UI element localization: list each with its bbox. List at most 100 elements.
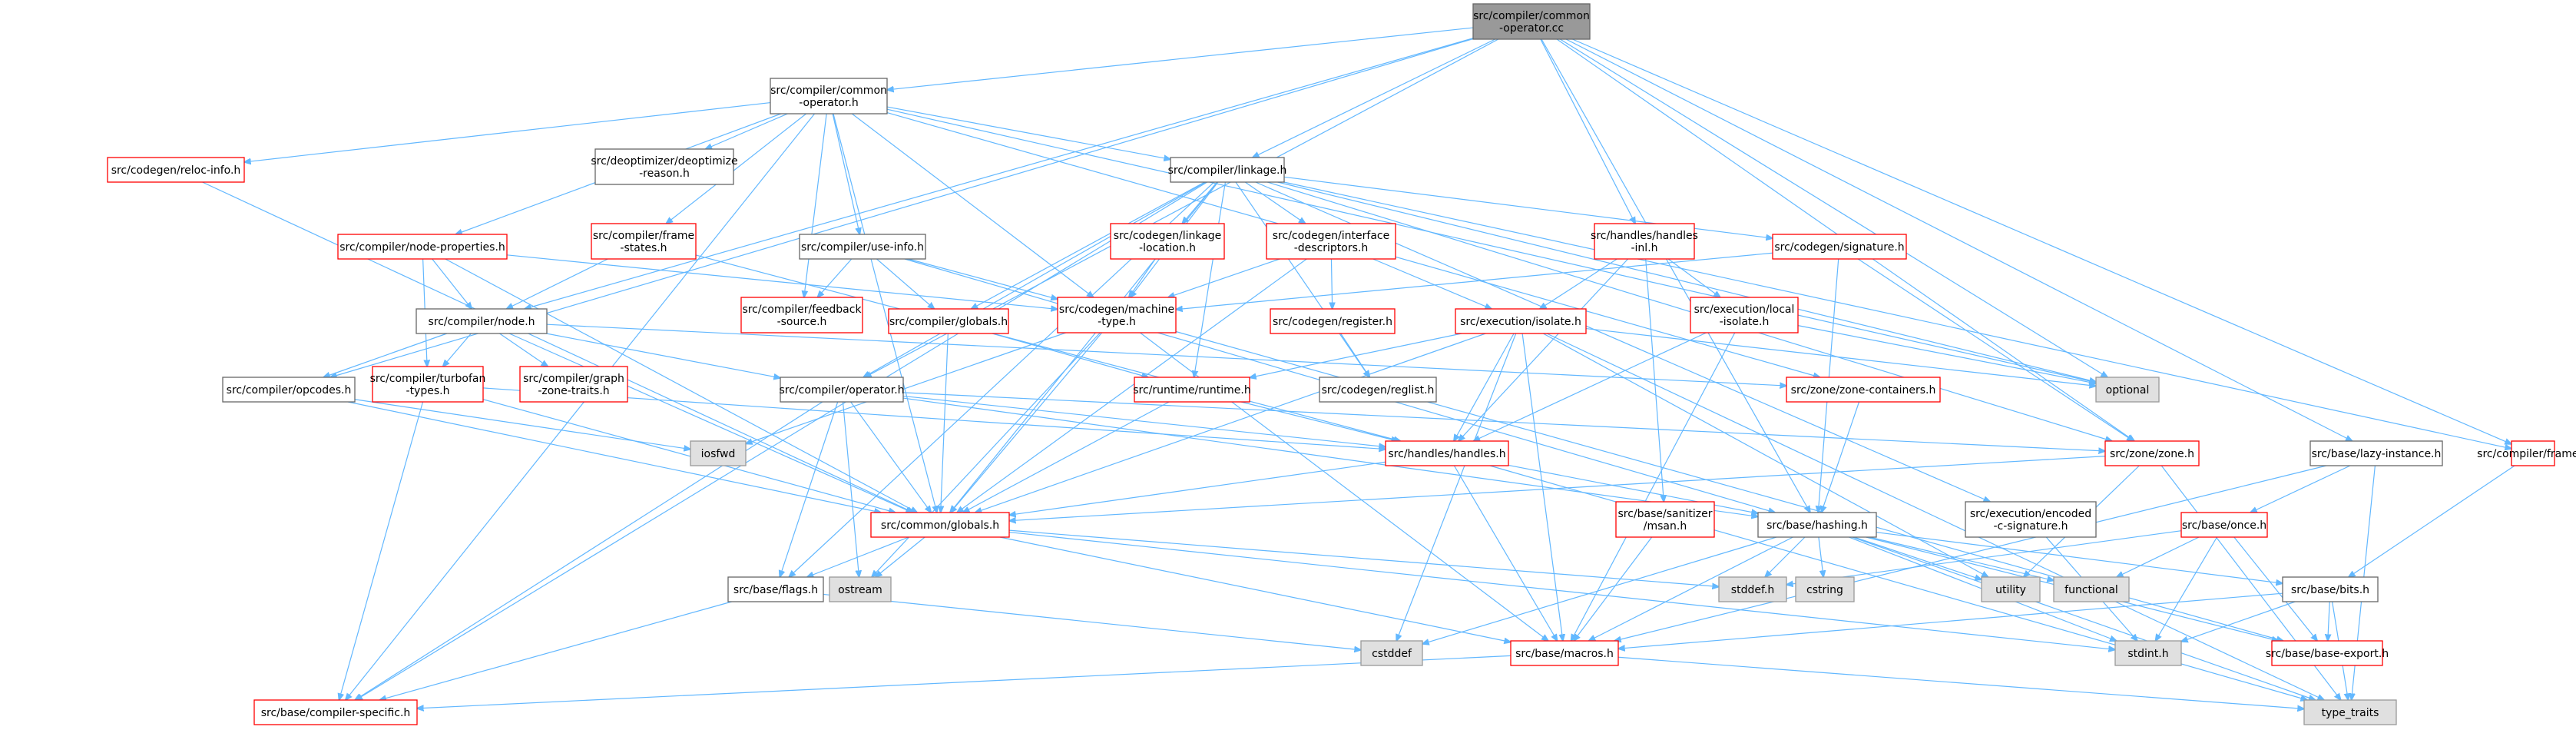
node-src-compiler-node-properties-h[interactable]: src/compiler/node-properties.h bbox=[337, 234, 508, 260]
node-src-base-bits-h[interactable]: src/base/bits.h bbox=[2282, 576, 2379, 602]
node-src-base-hashing-h[interactable]: src/base/hashing.h bbox=[1757, 512, 1877, 538]
edge-hashing-to-cstddef bbox=[1422, 536, 1777, 644]
edge-frame_states-to-handles_h bbox=[695, 254, 1400, 441]
node-src-codegen-linkage-location-h[interactable]: src/codegen/linkage-location.h bbox=[1110, 223, 1225, 260]
node-src-compiler-linkage-h[interactable]: src/compiler/linkage.h bbox=[1168, 157, 1287, 183]
node-optional: optional bbox=[2095, 377, 2160, 403]
node-src-zone-zone-containers-h[interactable]: src/zone/zone-containers.h bbox=[1786, 377, 1941, 403]
node-box bbox=[740, 297, 863, 333]
edge-root-to-hashing bbox=[1541, 38, 1810, 513]
node-src-handles-handles-inl-h[interactable]: src/handles/handles-inl.h bbox=[1591, 223, 1698, 260]
node-box bbox=[2104, 440, 2200, 466]
edge-lazy_instance-to-once bbox=[2250, 465, 2351, 513]
edge-operator_h-to-handles_h bbox=[902, 395, 1386, 446]
node-stdint-h: stdint.h bbox=[2114, 640, 2182, 666]
node-functional: functional bbox=[2053, 576, 2130, 602]
edge-isolate-to-runtime bbox=[1250, 333, 1462, 377]
node-label: src/base/flags.h bbox=[733, 584, 818, 596]
node-src-base-base-export-h[interactable]: src/base/base-export.h bbox=[2266, 640, 2389, 666]
edge-runtime-to-handles_h bbox=[1240, 401, 1398, 441]
node-label: -operator.cc bbox=[1499, 22, 1564, 35]
node-src-handles-handles-h[interactable]: src/handles/handles.h bbox=[1385, 440, 1509, 466]
node-box bbox=[2282, 576, 2379, 602]
node-src-common-globals-h[interactable]: src/common/globals.h bbox=[870, 512, 1010, 538]
node-src-base-lazy-instance-h[interactable]: src/base/lazy-instance.h bbox=[2309, 440, 2443, 466]
node-src-compiler-frame-states-h[interactable]: src/compiler/frame-states.h bbox=[591, 223, 697, 260]
node-src-codegen-reloc-info-h[interactable]: src/codegen/reloc-info.h bbox=[107, 157, 245, 183]
node-src-compiler-turbofan-types-h[interactable]: src/compiler/turbofan-types.h bbox=[370, 366, 486, 403]
edge-once-to-stddef bbox=[1786, 530, 2182, 585]
node-box bbox=[2180, 512, 2268, 538]
node-src-base-flags-h[interactable]: src/base/flags.h bbox=[727, 576, 824, 602]
node-src-compiler-operator-h[interactable]: src/compiler/operator.h bbox=[779, 377, 905, 403]
edge-frame_states-to-node_h bbox=[506, 258, 608, 309]
node-label: src/base/bits.h bbox=[2291, 584, 2369, 596]
node-src-runtime-runtime-h[interactable]: src/runtime/runtime.h bbox=[1133, 377, 1251, 403]
node-src-base-compiler-specific-h[interactable]: src/base/compiler-specific.h bbox=[253, 699, 418, 725]
edge-common_globals-to-stddef bbox=[1008, 529, 1719, 586]
node-label: -descriptors.h bbox=[1294, 242, 1369, 254]
edge-common_operator_h-to-linkage bbox=[886, 106, 1170, 159]
node-box bbox=[799, 234, 926, 260]
node-src-compiler-opcodes-h[interactable]: src/compiler/opcodes.h bbox=[222, 377, 356, 403]
node-box bbox=[2309, 440, 2443, 466]
node-iosfwd: iosfwd bbox=[690, 440, 747, 466]
edge-hashing-to-type_traits bbox=[1852, 536, 2316, 700]
node-label: src/codegen/linkage bbox=[1114, 230, 1222, 242]
node-src-compiler-node-h[interactable]: src/compiler/node.h bbox=[416, 308, 548, 334]
edge-isolate-to-handles_h bbox=[1454, 333, 1515, 441]
node-src-base-macros-h[interactable]: src/base/macros.h bbox=[1510, 640, 1619, 666]
edge-signature-to-machine_type bbox=[1176, 252, 1773, 309]
node-box bbox=[1757, 512, 1877, 538]
edge-signature-to-zone_h bbox=[1857, 258, 2134, 441]
edge-linkage_location-to-machine_type bbox=[1129, 258, 1156, 297]
node-label: src/compiler/operator.h bbox=[779, 384, 904, 397]
node-label: -types.h bbox=[406, 385, 450, 397]
node-label: src/base/lazy-instance.h bbox=[2312, 448, 2442, 460]
edge-hashing-to-functional bbox=[1869, 536, 2054, 580]
edge-common_operator_h-to-compiler_specific bbox=[346, 113, 816, 700]
node-box bbox=[253, 699, 418, 725]
node-src-base-once-h[interactable]: src/base/once.h bbox=[2180, 512, 2268, 538]
node-label: src/base/once.h bbox=[2182, 519, 2266, 532]
node-src-codegen-machine-type-h[interactable]: src/codegen/machine-type.h bbox=[1057, 297, 1177, 333]
node-label: src/codegen/machine bbox=[1059, 304, 1174, 316]
node-src-base-sanitizer-msan-h[interactable]: src/base/sanitizer/msan.h bbox=[1615, 501, 1715, 538]
edge-operator_h-to-zone_h bbox=[902, 392, 2105, 451]
node-src-compiler-graph-zone-traits-h[interactable]: src/compiler/graph-zone-traits.h bbox=[519, 366, 628, 403]
edge-common_globals-to-stdint bbox=[1008, 531, 2115, 650]
node-src-execution-isolate-h[interactable]: src/execution/isolate.h bbox=[1455, 308, 1587, 334]
node-src-execution-local-isolate-h[interactable]: src/execution/local-isolate.h bbox=[1690, 297, 1799, 333]
edge-turbofan_types-to-handles_h bbox=[482, 387, 1386, 450]
node-src-execution-encoded-c-signature-h[interactable]: src/execution/encoded-c-signature.h bbox=[1965, 501, 2097, 538]
node-label: -operator.h bbox=[799, 97, 859, 109]
node-src-compiler-common-operator-h[interactable]: src/compiler/common-operator.h bbox=[770, 78, 888, 114]
node-src-zone-zone-h[interactable]: src/zone/zone.h bbox=[2104, 440, 2200, 466]
edge-common_globals-to-macros bbox=[999, 536, 1511, 642]
edge-hashing-to-stddef bbox=[1765, 536, 1806, 577]
node-box bbox=[2114, 640, 2182, 666]
node-src-compiler-use-info-h[interactable]: src/compiler/use-info.h bbox=[799, 234, 926, 260]
edge-bits-to-macros bbox=[1618, 592, 2283, 649]
node-box bbox=[2303, 699, 2397, 725]
node-src-codegen-reglist-h[interactable]: src/codegen/reglist.h bbox=[1319, 377, 1437, 403]
edge-operator_h-to-flags bbox=[780, 401, 839, 577]
node-box bbox=[1455, 308, 1587, 334]
node-src-deoptimizer-deoptimize-reason-h[interactable]: src/deoptimizer/deoptimize-reason.h bbox=[591, 148, 738, 185]
edge-linkage-to-zone_h bbox=[1267, 181, 2112, 441]
node-src-codegen-interface-descriptors-h[interactable]: src/codegen/interface-descriptors.h bbox=[1266, 223, 1396, 260]
node-label: src/zone/zone-containers.h bbox=[1791, 384, 1936, 397]
node-src-codegen-signature-h[interactable]: src/codegen/signature.h bbox=[1772, 234, 1907, 260]
edge-operator_h-to-common_globals bbox=[850, 401, 932, 513]
node-src-compiler-globals-h[interactable]: src/compiler/globals.h bbox=[888, 308, 1009, 334]
node-src-compiler-frame-h[interactable]: src/compiler/frame.h bbox=[2477, 440, 2576, 466]
node-label: src/compiler/graph bbox=[523, 373, 624, 385]
node-src-compiler-feedback-source-h[interactable]: src/compiler/feedback-source.h bbox=[740, 297, 863, 333]
node-src-codegen-register-h[interactable]: src/codegen/register.h bbox=[1270, 308, 1396, 334]
edge-linkage-to-operator_h bbox=[863, 181, 1207, 377]
edge-node_h-to-operator_h bbox=[546, 333, 780, 378]
edge-linkage-to-compiler_specific bbox=[356, 181, 1208, 700]
node-src-compiler-common-operator-cc[interactable]: src/compiler/common-operator.cc bbox=[1472, 3, 1591, 40]
node-label: stdint.h bbox=[2127, 648, 2168, 660]
